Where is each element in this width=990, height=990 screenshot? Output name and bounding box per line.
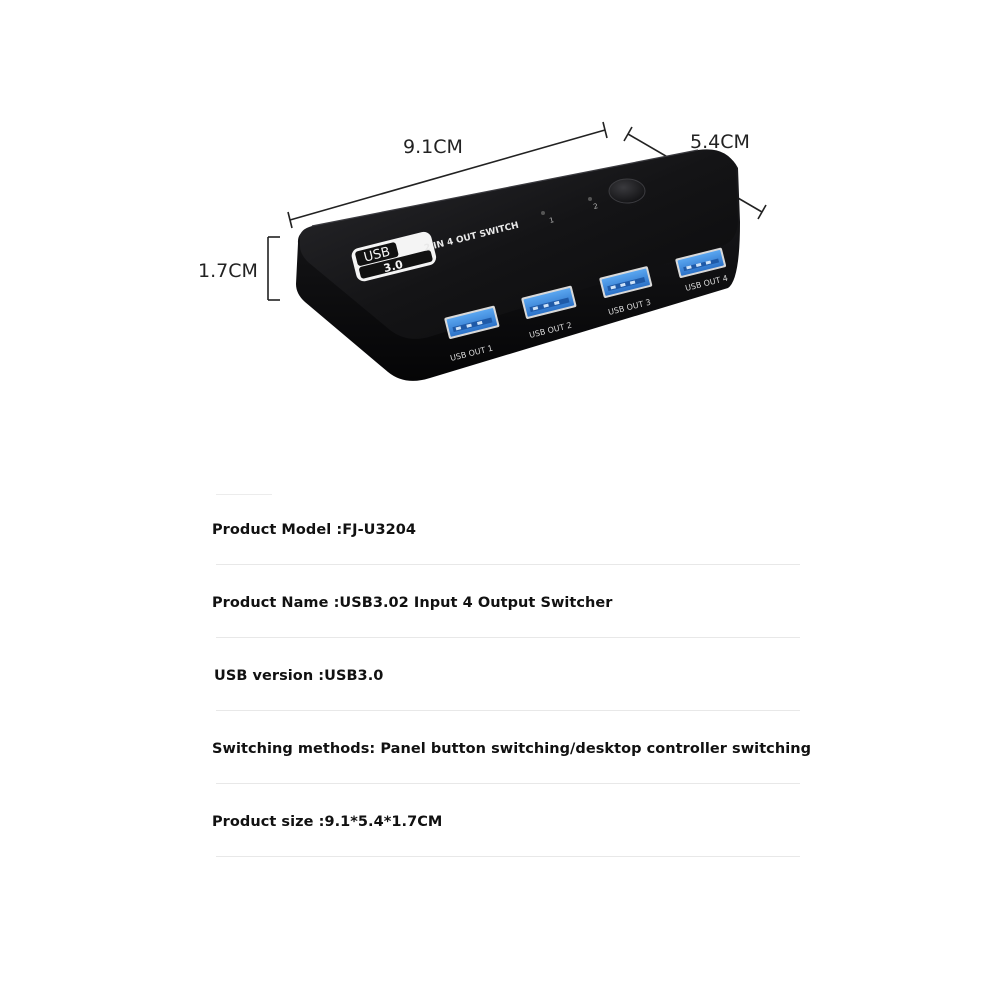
spec-row-name: Product Name :USB3.02 Input 4 Output Swi… [212,565,800,638]
led-2-indicator [588,197,592,201]
spec-top-divider [216,494,272,495]
length-label: 9.1CM [403,136,463,158]
usb-port-2[interactable] [521,285,577,319]
dimension-length: 9.1CM [287,121,608,229]
spec-usb-version: USB version :USB3.0 [214,668,384,684]
spec-model: Product Model :FJ-U3204 [212,522,417,538]
height-label: 1.7CM [198,260,258,282]
spec-switching: Switching methods: Panel button switchin… [212,741,812,757]
spec-row-usb-version: USB version :USB3.0 [214,638,800,711]
spec-row-size: Product size :9.1*5.4*1.7CM [212,784,800,857]
usb-switch-device: USB 3.0 2 IN 4 OUT SWITCH 1 2 USB OUT 1 … [296,149,740,381]
spec-row-switching: Switching methods: Panel button switchin… [212,711,811,784]
led-2-label: 2 [593,202,599,211]
spec-row-model: Product Model :FJ-U3204 [212,492,800,565]
spec-size: Product size :9.1*5.4*1.7CM [212,814,443,830]
dimension-height: 1.7CM [198,236,280,301]
badge-usb-text: USB [362,245,392,266]
badge-version-text: 3.0 [382,258,404,275]
led-1-label: 1 [549,216,555,225]
usb3-badge: USB 3.0 [351,231,437,282]
switch-button[interactable] [608,178,646,204]
spec-list: Product Model :FJ-U3204 Product Name :US… [210,492,811,857]
spec-name: Product Name :USB3.02 Input 4 Output Swi… [212,595,613,611]
usb-port-3[interactable] [599,266,653,298]
led-1-indicator [541,211,545,215]
product-figure: 9.1CM 5.4CM 1.7CM USB 3.0 2 IN 4 OUT SWI… [198,121,767,381]
width-label: 5.4CM [690,131,750,153]
usb-port-1[interactable] [444,305,500,339]
usb-port-4[interactable] [675,247,726,278]
